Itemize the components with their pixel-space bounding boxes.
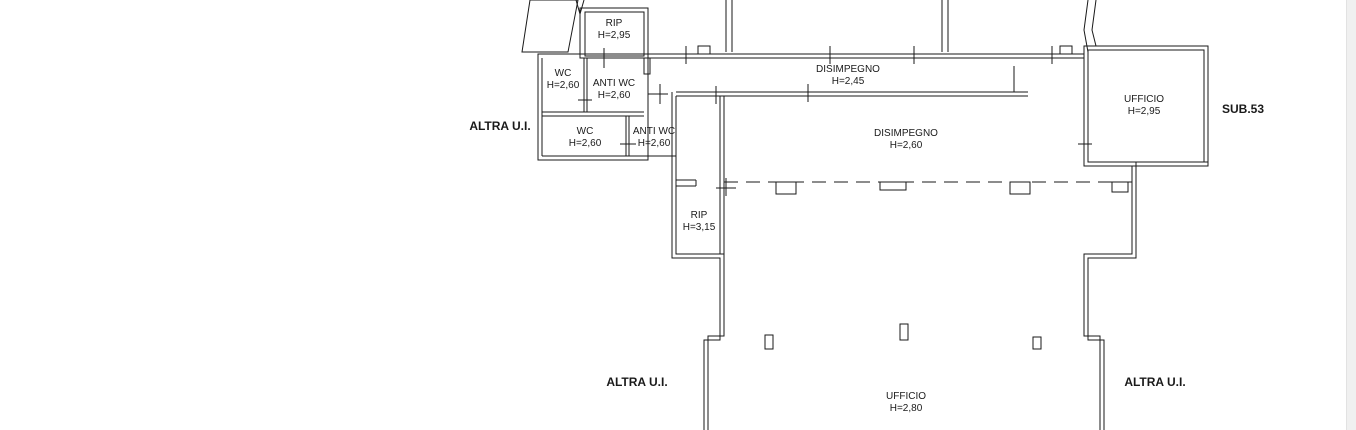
room-wc-bottom: WC H=2,60 (569, 126, 602, 149)
wc-cluster-walls (537, 7, 676, 161)
svg-text:DISIMPEGNO: DISIMPEGNO (816, 64, 880, 75)
room-wc-left: WC H=2,60 (547, 68, 580, 91)
svg-text:H=2,80: H=2,80 (890, 403, 923, 414)
svg-text:RIP: RIP (606, 18, 623, 29)
top-wall-fragments (521, 0, 1097, 53)
svg-text:WC: WC (555, 68, 572, 79)
label-altra-ui-left: ALTRA U.I. (469, 119, 530, 133)
room-disimpegno-mid: DISIMPEGNO H=2,60 (874, 128, 938, 151)
svg-text:H=3,15: H=3,15 (683, 222, 716, 233)
room-disimpegno-top: DISIMPEGNO H=2,45 (816, 64, 880, 87)
svg-text:H=2,60: H=2,60 (569, 138, 602, 149)
svg-text:ANTI WC: ANTI WC (593, 78, 635, 89)
svg-text:H=2,60: H=2,60 (638, 138, 671, 149)
main-area-walls (671, 92, 1208, 430)
svg-text:DISIMPEGNO: DISIMPEGNO (874, 128, 938, 139)
svg-text:WC: WC (577, 126, 594, 137)
room-anti-wc-bottom: ANTI WC H=2,60 (633, 126, 675, 149)
room-ufficio-right: UFFICIO H=2,95 (1124, 94, 1164, 117)
room-anti-wc-top: ANTI WC H=2,60 (593, 78, 635, 101)
svg-text:ANTI WC: ANTI WC (633, 126, 675, 137)
room-rip-mid: RIP H=3,15 (683, 210, 716, 233)
upper-corridor-walls (648, 45, 1084, 104)
svg-text:H=2,95: H=2,95 (598, 30, 631, 41)
svg-text:H=2,95: H=2,95 (1128, 106, 1161, 117)
svg-text:H=2,60: H=2,60 (890, 140, 923, 151)
room-ufficio-main: UFFICIO H=2,80 (886, 391, 926, 414)
svg-text:RIP: RIP (691, 210, 708, 221)
svg-text:H=2,60: H=2,60 (547, 80, 580, 91)
label-altra-ui-bottom-left: ALTRA U.I. (606, 375, 667, 389)
svg-text:H=2,60: H=2,60 (598, 90, 631, 101)
svg-text:H=2,45: H=2,45 (832, 76, 865, 87)
label-altra-ui-bottom-right: ALTRA U.I. (1124, 375, 1185, 389)
svg-text:UFFICIO: UFFICIO (886, 391, 926, 402)
room-rip-top: RIP H=2,95 (598, 18, 631, 41)
svg-text:UFFICIO: UFFICIO (1124, 94, 1164, 105)
label-sub-53: SUB.53 (1222, 102, 1264, 116)
right-edge-strip (1346, 0, 1356, 430)
